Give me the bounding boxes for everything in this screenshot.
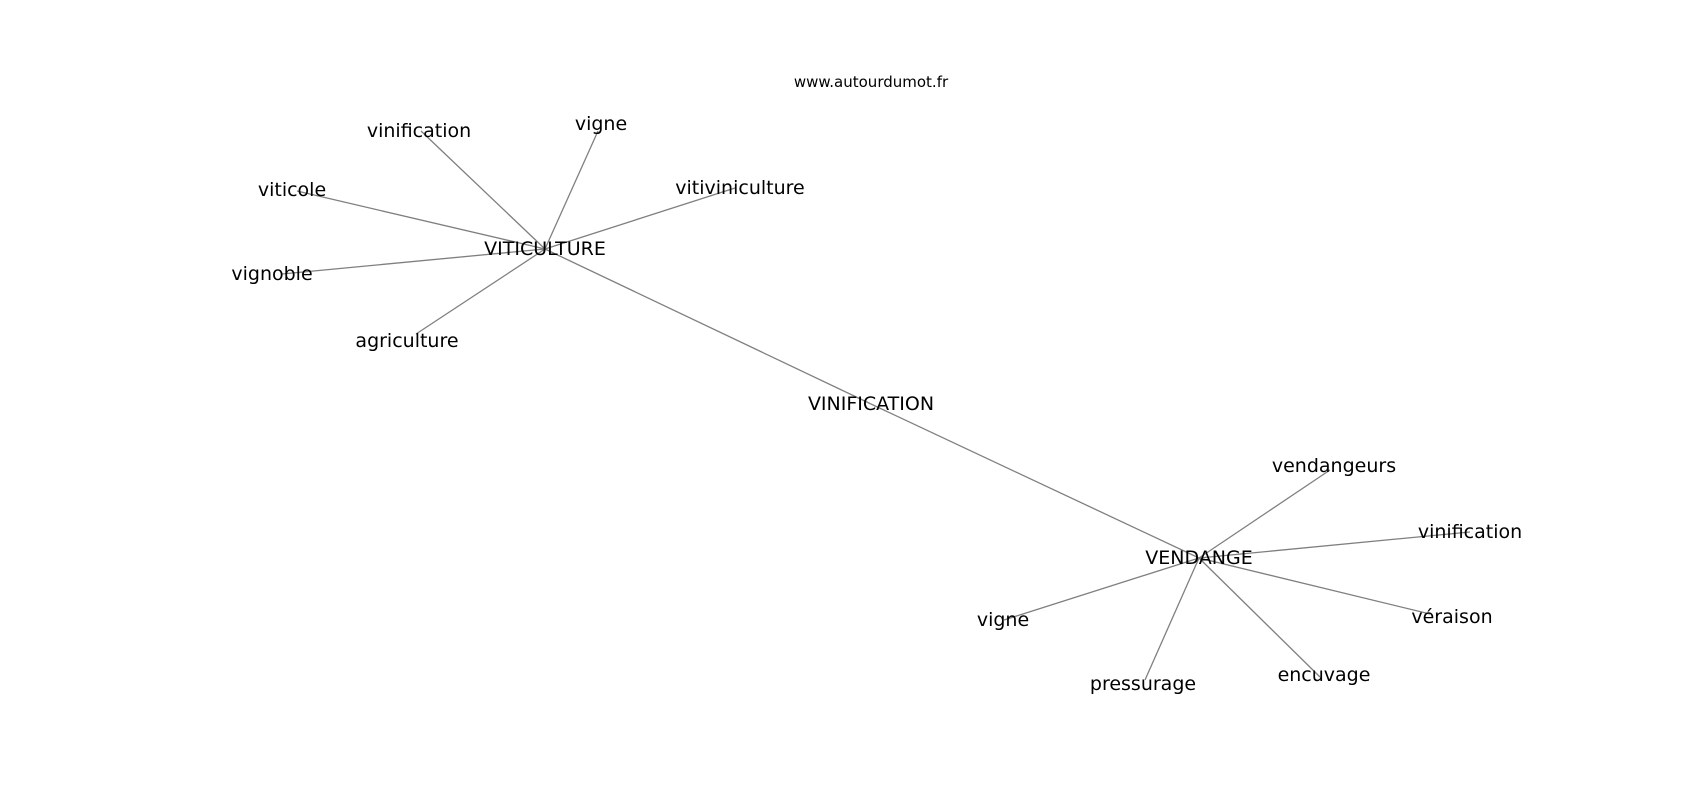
graph-labels: VINIFICATION VITICULTURE VENDANGE vinificat… <box>231 113 1522 695</box>
edge-ven-encuvage <box>1198 557 1321 678</box>
edge-ven-vendangeurs <box>1198 469 1331 559</box>
node-label-vit-vitiviniculture[interactable]: vitiviniculture <box>675 177 804 199</box>
edge-vit-vignoble <box>281 248 546 275</box>
node-label-ven-pressurage[interactable]: pressurage <box>1090 673 1196 695</box>
node-label-vit-viticole[interactable]: viticole <box>258 179 326 201</box>
node-label-viticulture[interactable]: VITICULTURE <box>484 238 606 260</box>
node-label-ven-encuvage[interactable]: encuvage <box>1278 664 1371 686</box>
graph-edges <box>281 130 1471 681</box>
node-label-vit-vigne[interactable]: vigne <box>575 113 627 135</box>
edge-vit-vinification <box>420 130 546 250</box>
edge-ven-pressurage <box>1144 557 1200 681</box>
node-label-vit-vinification[interactable]: vinification <box>367 120 471 142</box>
node-label-center[interactable]: VINIFICATION <box>808 393 934 415</box>
watermark-text: www.autourdumot.fr <box>794 73 949 91</box>
edge-vit-vitiviniculture <box>544 187 736 250</box>
edge-ven-vigne <box>1003 557 1200 621</box>
edge-ven-veraison <box>1198 557 1431 615</box>
node-label-vendange[interactable]: VENDANGE <box>1145 547 1252 569</box>
node-label-ven-vinification[interactable]: vinification <box>1418 521 1522 543</box>
node-label-vit-agriculture[interactable]: agriculture <box>355 330 458 352</box>
node-label-ven-vigne[interactable]: vigne <box>977 609 1029 631</box>
edge-center-vendange <box>870 403 1200 559</box>
edge-vit-vigne <box>544 130 599 250</box>
edge-ven-vinification <box>1198 531 1471 559</box>
node-label-vit-vignoble[interactable]: vignoble <box>231 263 312 285</box>
edge-center-viticulture <box>544 248 872 405</box>
node-label-ven-vendangeurs[interactable]: vendangeurs <box>1272 455 1396 477</box>
edge-vit-viticole <box>296 190 546 250</box>
node-label-ven-veraison[interactable]: véraison <box>1411 606 1492 628</box>
edge-vit-agriculture <box>415 248 546 335</box>
